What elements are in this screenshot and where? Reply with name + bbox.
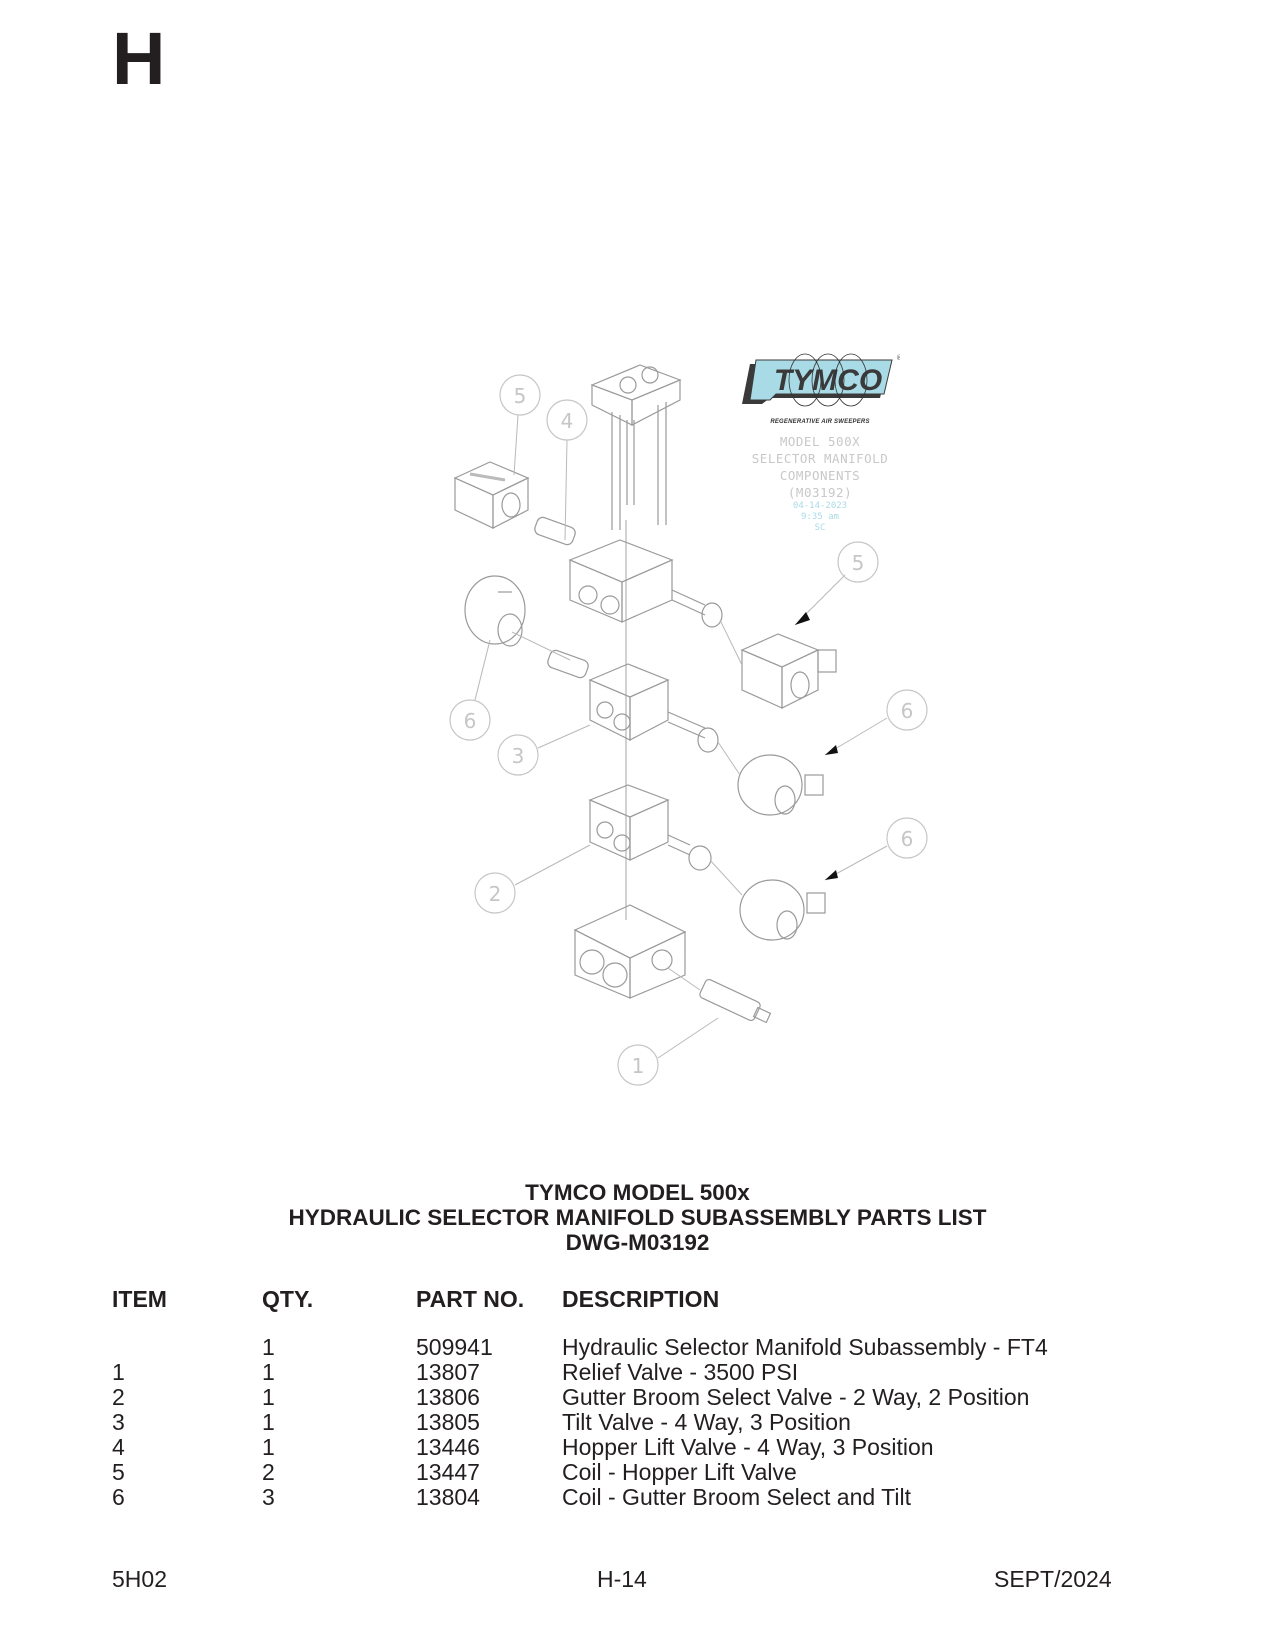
cell-part-no: 13806 — [416, 1384, 480, 1410]
callout-6-left: 6 — [464, 709, 477, 733]
cell-description: Tilt Valve - 4 Way, 3 Position — [562, 1409, 851, 1435]
coil-6-left — [464, 575, 526, 647]
cell-description: Hopper Lift Valve - 4 Way, 3 Position — [562, 1434, 934, 1460]
section-letter: H — [112, 17, 166, 100]
svg-text:®: ® — [896, 354, 900, 362]
parts-list-title: TYMCO MODEL 500x HYDRAULIC SELECTOR MANI… — [0, 1180, 1275, 1255]
cell-qty: 1 — [262, 1409, 275, 1435]
cell-description: Relief Valve - 3500 PSI — [562, 1359, 799, 1385]
title-line-1: TYMCO MODEL 500x — [525, 1180, 750, 1205]
title-line-2: HYDRAULIC SELECTOR MANIFOLD SUBASSEMBLY … — [288, 1205, 987, 1230]
cell-item: 5 — [112, 1459, 125, 1485]
callout-1: 1 — [632, 1054, 645, 1078]
coil-6-right-upper — [737, 754, 824, 816]
relief-valve-1 — [699, 978, 772, 1024]
coil-5-left — [453, 461, 530, 529]
cell-part-no: 13446 — [416, 1434, 480, 1460]
callout-2: 2 — [489, 882, 502, 906]
tymco-logo: TYMCO ® — [742, 353, 903, 407]
cell-qty: 1 — [262, 1384, 275, 1410]
callout-4: 4 — [561, 409, 574, 433]
cell-description: Coil - Gutter Broom Select and Tilt — [562, 1484, 911, 1510]
drawing-date: 04-14-2023 — [792, 501, 848, 511]
cell-part-no: 13807 — [416, 1359, 480, 1385]
cell-qty: 2 — [262, 1459, 275, 1485]
cell-qty: 3 — [262, 1484, 275, 1510]
drawing-title-line: COMPONENTS — [779, 468, 861, 483]
top-port-block — [590, 364, 682, 530]
drawing-initials: SC — [814, 523, 826, 533]
callout-5-right: 5 — [852, 551, 865, 575]
cell-qty: 1 — [262, 1359, 275, 1385]
coil-5-right — [740, 633, 837, 709]
cell-item: 6 — [112, 1484, 125, 1510]
cell-part-no: 509941 — [416, 1334, 493, 1360]
drawing-meta: 04-14-2023 9:35 am SC — [730, 501, 910, 534]
logo-brand-text: TYMCO — [774, 364, 882, 397]
callout-3: 3 — [512, 744, 525, 768]
footer-doc-code: 5H02 — [112, 1566, 167, 1592]
cell-part-no: 13805 — [416, 1409, 480, 1435]
header-part-no: PART NO. — [416, 1286, 525, 1312]
header-qty: QTY. — [262, 1286, 314, 1312]
header-item: ITEM — [112, 1286, 167, 1312]
header-description: DESCRIPTION — [562, 1286, 720, 1312]
cell-description: Hydraulic Selector Manifold Subassembly … — [562, 1334, 1048, 1360]
cell-item: 3 — [112, 1409, 125, 1435]
drawing-title-line: SELECTOR MANIFOLD — [751, 451, 889, 466]
cell-item: 1 — [112, 1359, 125, 1385]
valve-4-body — [534, 516, 723, 628]
cell-part-no: 13447 — [416, 1459, 480, 1485]
drawing-title-line: MODEL 500X — [779, 434, 861, 449]
cell-qty: 1 — [262, 1434, 275, 1460]
cell-part-no: 13804 — [416, 1484, 480, 1510]
drawing-title-lines: MODEL 500X SELECTOR MANIFOLD COMPONENTS … — [730, 433, 910, 501]
coil-6-right-lower — [739, 879, 826, 941]
cell-item: 4 — [112, 1434, 125, 1460]
callout-balloons — [449, 374, 928, 1086]
valve-3-body — [547, 649, 719, 753]
logo-tagline: REGENERATIVE AIR SWEEPERS — [770, 419, 870, 425]
drawing-time: 9:35 am — [801, 512, 839, 522]
cell-description: Coil - Hopper Lift Valve — [562, 1459, 797, 1485]
valve-2-body — [588, 784, 712, 871]
base-manifold — [573, 904, 687, 999]
drawing-stamp: TYMCO ® REGENERATIVE AIR SWEEPERS MODEL … — [730, 350, 910, 534]
drawing-title-line: (M03192) — [787, 485, 853, 500]
callout-5-left: 5 — [514, 384, 527, 408]
title-line-3: DWG-M03192 — [565, 1230, 710, 1255]
cell-qty: 1 — [262, 1334, 275, 1360]
callout-6-right-upper: 6 — [901, 699, 914, 723]
cell-description: Gutter Broom Select Valve - 2 Way, 2 Pos… — [562, 1384, 1030, 1410]
callout-6-right-lower: 6 — [901, 827, 914, 851]
cell-item: 2 — [112, 1384, 125, 1410]
footer-page-number: H-14 — [597, 1566, 647, 1592]
footer-date: SEPT/2024 — [994, 1566, 1112, 1592]
